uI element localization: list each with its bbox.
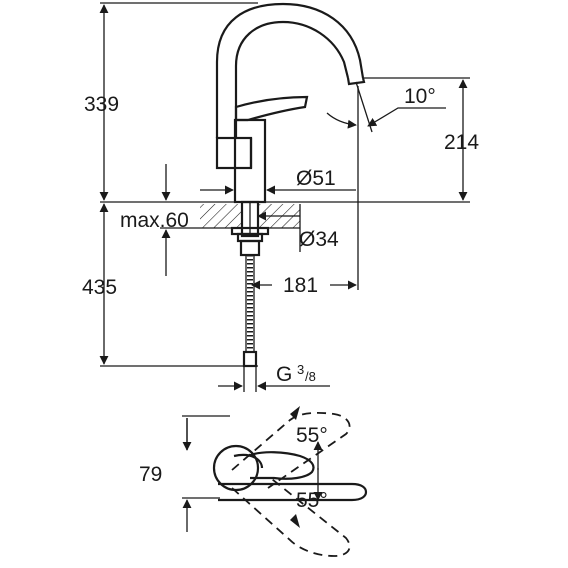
lever-handle	[234, 95, 309, 122]
label-hole-diameter: Ø34	[299, 228, 339, 251]
spout-inner-outline	[234, 20, 350, 138]
dimension-lines	[99, 2, 470, 392]
lever-center	[247, 451, 315, 480]
counter-hatch-left	[200, 204, 242, 228]
label-below-counter: 435	[82, 276, 117, 299]
label-connection-den: /8	[305, 369, 316, 384]
label-connection-prefix: G	[276, 363, 292, 386]
spout-outer-outline	[215, 2, 365, 138]
label-spout-reach: 181	[283, 274, 318, 297]
label-spout-height: 214	[444, 131, 479, 154]
label-total-height: 339	[84, 93, 119, 116]
label-handle-clearance: 79	[139, 463, 162, 486]
label-max-counter: max.60	[120, 209, 189, 232]
lever-rotation-top-view	[182, 406, 368, 557]
lever-rotated-up	[231, 412, 351, 489]
faucet-side-view	[215, 2, 366, 204]
lever-rotated-down	[231, 475, 351, 557]
spout-top-view	[218, 482, 368, 502]
label-spout-angle: 10°	[404, 85, 436, 108]
angle-arc-left	[326, 112, 357, 129]
label-base-diameter: Ø51	[296, 167, 336, 190]
label-connection-num: 3	[297, 362, 304, 377]
dimension-labels: 339 435 214 10° Ø51 max.60 Ø34 181 G 3 /…	[82, 85, 479, 512]
handle-cap	[233, 453, 264, 469]
label-lever-angle-bottom: 55°	[296, 489, 328, 512]
flexible-hose	[242, 255, 258, 368]
angle-leader	[367, 107, 446, 127]
label-lever-angle-top: 55°	[296, 424, 328, 447]
rotation-arrow-down	[290, 514, 300, 528]
shank-lower	[239, 239, 261, 257]
hose-connector	[242, 350, 258, 368]
base-circle	[212, 444, 260, 492]
rotation-arrow-up	[290, 406, 300, 420]
